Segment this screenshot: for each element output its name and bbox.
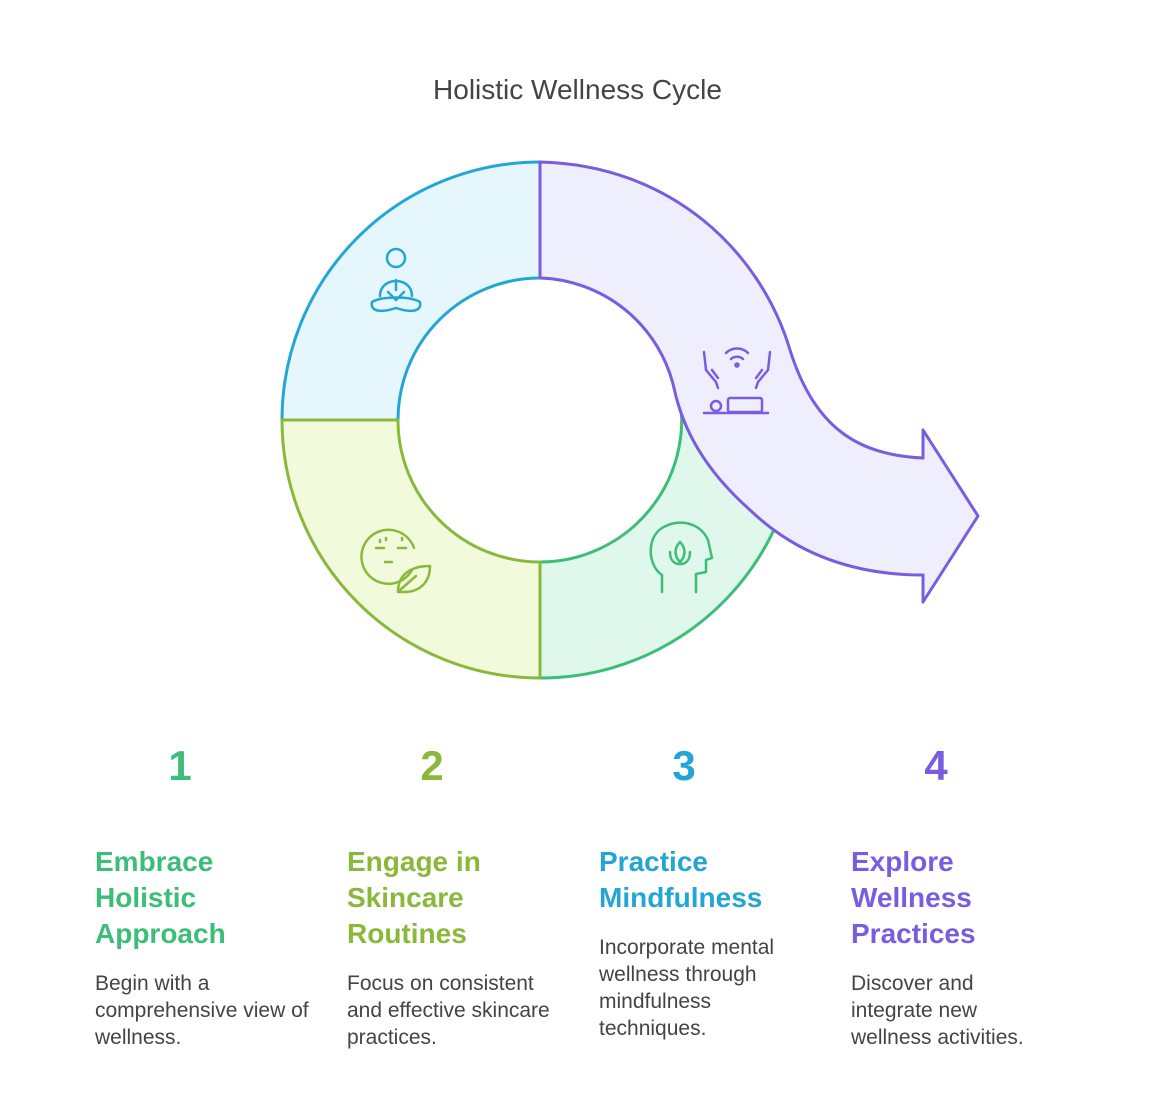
step-3: 3 Practice Mindfulness Incorporate menta… xyxy=(599,740,829,1042)
step-1: 1 Embrace Holistic Approach Begin with a… xyxy=(95,740,325,1051)
step-title-4: Explore Wellness Practices xyxy=(851,846,976,949)
step-description-2: Focus on consistent and effective skinca… xyxy=(347,972,550,1049)
step-2: 2 Engage in Skincare Routines Focus on c… xyxy=(347,740,577,1051)
step-number-2: 2 xyxy=(420,742,444,789)
step-title-2: Engage in Skincare Routines xyxy=(347,846,481,949)
mindful-head-lotus-icon xyxy=(649,521,714,594)
step-description-1: Begin with a comprehensive view of welln… xyxy=(95,972,309,1049)
meditation-icon xyxy=(370,247,422,313)
step-number-1: 1 xyxy=(168,742,192,789)
step-description-3: Incorporate mental wellness through mind… xyxy=(599,936,775,1040)
spa-treatment-icon xyxy=(702,347,772,415)
page-title: Holistic Wellness Cycle xyxy=(433,74,722,105)
step-number-4: 4 xyxy=(924,742,948,789)
step-4: 4 Explore Wellness Practices Discover an… xyxy=(851,740,1081,1051)
cycle-diagram xyxy=(280,160,980,680)
step-number-3: 3 xyxy=(672,742,696,789)
step-description-4: Discover and integrate new wellness acti… xyxy=(851,972,1024,1049)
segment-skincare xyxy=(280,418,542,680)
face-leaf-icon xyxy=(360,528,432,594)
step-title-3: Practice Mindfulness xyxy=(599,846,763,913)
step-title-1: Embrace Holistic Approach xyxy=(95,846,226,949)
